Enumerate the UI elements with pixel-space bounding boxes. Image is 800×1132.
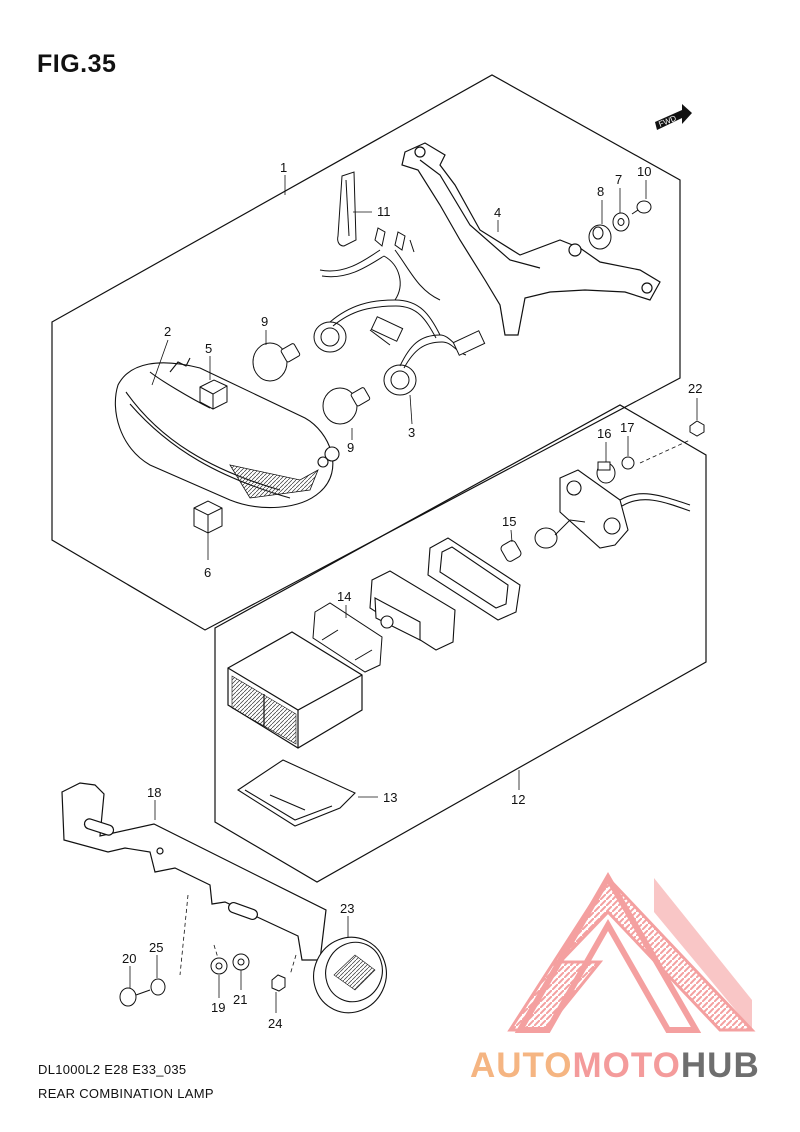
callout-22: 22 — [688, 381, 702, 396]
callout-23: 23 — [340, 901, 354, 916]
washer-17 — [621, 456, 635, 470]
callout-21: 21 — [233, 992, 247, 1007]
callout-7: 7 — [615, 172, 622, 187]
diagram-code: DL1000L2 E28 E33_035 — [38, 1062, 187, 1077]
wiring-harness — [319, 227, 486, 369]
assembly-1-frame — [51, 74, 681, 631]
nut-22 — [689, 420, 705, 437]
callout-9-lower: 9 — [347, 440, 354, 455]
socket-upper — [313, 321, 347, 353]
grommet-16 — [596, 461, 616, 484]
license-gasket — [427, 537, 521, 621]
bulb-upper — [252, 342, 301, 382]
watermark-auto: AUTO — [470, 1046, 573, 1085]
figure-title: FIG.35 — [37, 50, 117, 78]
callout-19: 19 — [211, 1000, 225, 1015]
fwd-label: FWD — [657, 114, 677, 129]
washer-25 — [150, 978, 166, 996]
bracket-18 — [61, 782, 327, 961]
reflector-23 — [313, 936, 387, 1014]
washer-19 — [210, 957, 228, 975]
license-lamp-base — [559, 469, 691, 549]
callout-25: 25 — [149, 940, 163, 955]
screw-20 — [119, 987, 151, 1007]
rubber-cushion-5 — [199, 379, 228, 410]
callout-2: 2 — [164, 324, 171, 339]
tail-lamp-housing — [114, 357, 340, 509]
callout-8: 8 — [597, 184, 604, 199]
callout-15: 15 — [502, 514, 516, 529]
socket-lower — [383, 364, 417, 396]
callout-6: 6 — [204, 565, 211, 580]
callout-16: 16 — [597, 426, 611, 441]
gasket-14 — [312, 602, 383, 673]
callout-3: 3 — [408, 425, 415, 440]
washer-7 — [612, 212, 630, 232]
assembly-12-frame — [214, 404, 707, 883]
callout-9-upper: 9 — [261, 314, 268, 329]
callout-4: 4 — [494, 205, 501, 220]
screw-10 — [631, 200, 652, 215]
callout-11: 11 — [377, 204, 391, 219]
watermark-logo — [507, 872, 756, 1033]
callout-18: 18 — [147, 785, 161, 800]
callout-5: 5 — [205, 341, 212, 356]
clamp-11 — [337, 171, 357, 247]
callout-1: 1 — [280, 160, 287, 175]
callout-24: 24 — [268, 1016, 282, 1031]
bracket-4 — [401, 142, 661, 336]
license-lens-holder — [369, 570, 456, 651]
rubber-cushion-6 — [193, 500, 223, 534]
watermark-wordmark: AUTOMOTOHUB — [470, 1046, 760, 1086]
callout-10: 10 — [637, 164, 651, 179]
fwd-arrow-icon: FWD — [655, 104, 692, 130]
callout-14: 14 — [337, 589, 351, 604]
bulb-15 — [500, 519, 586, 562]
watermark-hub: HUB — [680, 1046, 760, 1085]
watermark-moto: MOTO — [572, 1046, 681, 1085]
license-lamp-housing — [227, 631, 363, 749]
diagram-name: REAR COMBINATION LAMP — [38, 1086, 214, 1101]
spacer-8 — [588, 224, 612, 250]
bulb-lower — [322, 387, 371, 425]
leader-lines — [129, 175, 698, 1013]
callout-13: 13 — [383, 790, 397, 805]
callout-17: 17 — [620, 420, 634, 435]
callout-12: 12 — [511, 792, 525, 807]
callout-20: 20 — [122, 951, 136, 966]
lens-13 — [236, 759, 356, 827]
locator-lines — [179, 439, 691, 976]
nut-24 — [271, 974, 286, 992]
nut-21 — [232, 953, 250, 971]
